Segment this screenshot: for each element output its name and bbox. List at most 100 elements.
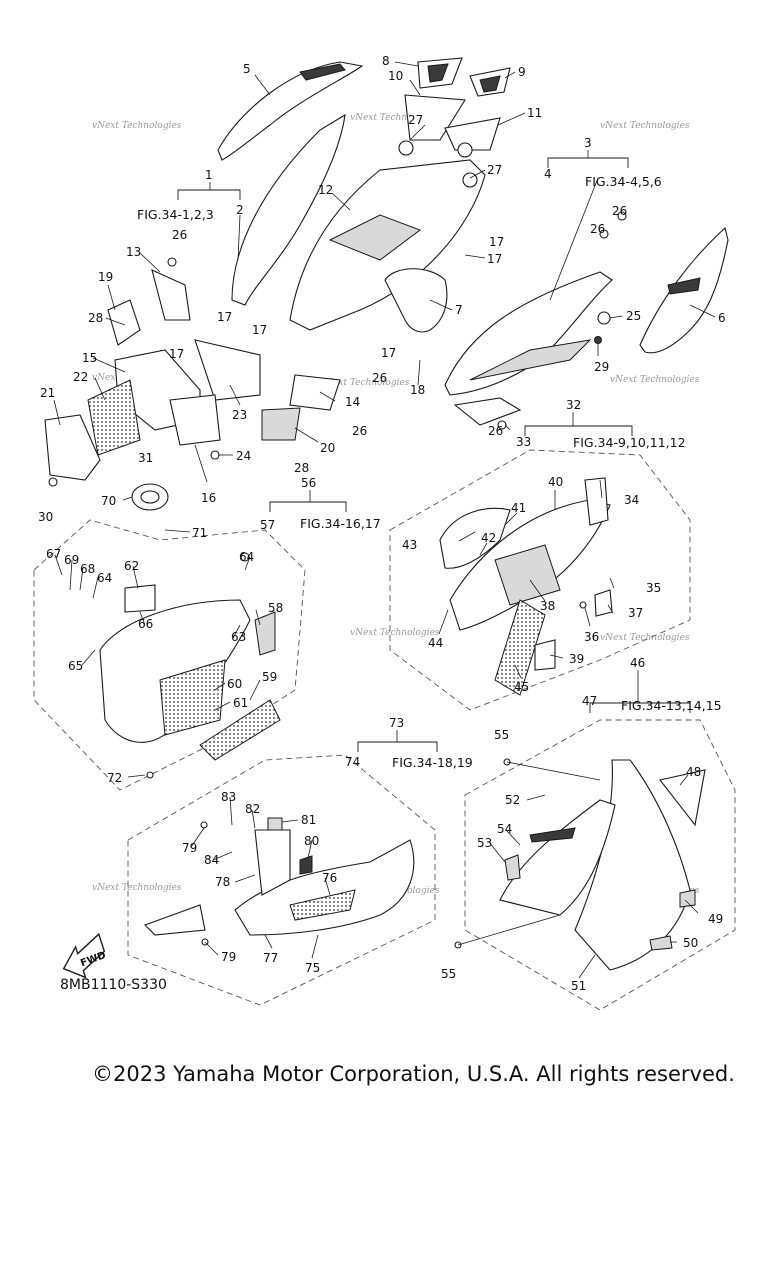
callout-26: 26 xyxy=(172,228,187,242)
callout-17c: 17 xyxy=(169,347,184,361)
callout-41: 41 xyxy=(511,501,526,515)
callout-23: 23 xyxy=(232,408,247,422)
leader-lines xyxy=(53,61,716,979)
fig-ref-group-46: FIG.34-13,14,15 xyxy=(621,698,722,713)
callout-30: 30 xyxy=(38,510,53,524)
callout-38: 38 xyxy=(540,599,555,613)
part-7-inner-frame xyxy=(384,268,448,333)
fastener xyxy=(497,420,507,430)
callout-76: 76 xyxy=(322,871,337,885)
part-10-duct xyxy=(404,94,466,141)
callout-68: 68 xyxy=(80,562,95,576)
callout-28: 28 xyxy=(88,311,103,325)
grommet xyxy=(457,142,473,158)
watermark: vNext Technologies xyxy=(350,113,440,123)
callout-48: 48 xyxy=(686,765,701,779)
callout-56: 56 xyxy=(301,476,316,490)
part-34-clip xyxy=(584,477,609,526)
callout-39: 39 xyxy=(569,652,584,666)
callout-43: 43 xyxy=(402,538,417,552)
callout-75: 75 xyxy=(305,961,320,975)
fig-ref-group-73: FIG.34-18,19 xyxy=(392,755,473,770)
copyright-notice: ©2023 Yamaha Motor Corporation, U.S.A. A… xyxy=(92,1062,735,1086)
callout-9: 9 xyxy=(518,65,526,79)
fastener xyxy=(200,821,208,829)
callout-8: 8 xyxy=(382,54,390,68)
part-37-clip xyxy=(594,589,613,617)
callout-51: 51 xyxy=(571,979,586,993)
callout-19: 19 xyxy=(98,270,113,284)
callout-79b: 79 xyxy=(221,950,236,964)
callout-50: 50 xyxy=(683,936,698,950)
group-brackets xyxy=(177,150,691,752)
callout-13: 13 xyxy=(126,245,141,259)
callout-84: 84 xyxy=(204,853,219,867)
callout-4: 4 xyxy=(544,167,552,181)
callout-18: 18 xyxy=(410,383,425,397)
callout-labels: 1 2 3 4 5 6 7 8 9 10 11 12 13 14 15 16 1… xyxy=(38,54,726,993)
part-23-panel xyxy=(194,339,261,401)
callout-28b: 28 xyxy=(294,461,309,475)
callout-3: 3 xyxy=(584,136,592,150)
callout-17: 17 xyxy=(217,310,232,324)
bracket-3 xyxy=(547,157,629,168)
callout-36: 36 xyxy=(584,630,599,644)
callout-54: 54 xyxy=(497,822,512,836)
callout-66: 66 xyxy=(138,617,153,631)
part-53-clip xyxy=(504,854,521,881)
callout-44: 44 xyxy=(428,636,443,650)
callout-27: 27 xyxy=(408,113,423,127)
bracket-32 xyxy=(524,425,633,436)
figure-references: FIG.34-1,2,3 FIG.34-4,5,6 FIG.34-9,10,11… xyxy=(137,174,722,770)
callout-17b: 17 xyxy=(252,323,267,337)
part-39-clip xyxy=(534,639,556,671)
watermark: vNext Technologies xyxy=(320,378,410,388)
part-76-mesh xyxy=(289,889,356,921)
watermark: vNext Technologies xyxy=(600,121,690,131)
fig-ref-group-56: FIG.34-16,17 xyxy=(300,516,381,531)
part-79-stay xyxy=(144,904,206,936)
callout-6: 6 xyxy=(718,311,726,325)
fastener xyxy=(240,552,250,562)
callout-77: 77 xyxy=(263,951,278,965)
callout-2: 2 xyxy=(236,203,244,217)
callout-26c: 26 xyxy=(590,222,605,236)
callout-25: 25 xyxy=(626,309,641,323)
part-22-mesh xyxy=(87,379,141,456)
fastener xyxy=(599,229,609,239)
part-20-cover xyxy=(261,407,301,441)
callout-5: 5 xyxy=(243,62,251,76)
callout-17f: 17 xyxy=(489,235,504,249)
part-13-bracket xyxy=(151,269,191,321)
part-58-trim xyxy=(254,611,276,656)
callout-26d: 26 xyxy=(372,371,387,385)
callout-35: 35 xyxy=(646,581,661,595)
callout-62: 62 xyxy=(124,559,139,573)
bracket-56 xyxy=(269,501,347,512)
bracket-1 xyxy=(177,189,241,200)
callout-72: 72 xyxy=(107,771,122,785)
part-81-nut xyxy=(267,817,283,831)
callout-26e: 26 xyxy=(352,424,367,438)
callout-71: 71 xyxy=(192,526,207,540)
grommet xyxy=(398,140,414,156)
watermark: vNext Technologies xyxy=(600,633,690,643)
callout-64: 64 xyxy=(239,550,254,564)
part-21-duct xyxy=(44,414,101,481)
fastener xyxy=(146,771,154,779)
part-19-cover xyxy=(107,299,141,346)
callout-55b: 55 xyxy=(441,967,456,981)
callout-37: 37 xyxy=(628,606,643,620)
callout-46: 46 xyxy=(630,656,645,670)
callout-40: 40 xyxy=(548,475,563,489)
callout-33: 33 xyxy=(516,435,531,449)
part-4-side-cowling xyxy=(444,271,613,396)
callout-45: 45 xyxy=(514,680,529,694)
fastener xyxy=(597,311,611,325)
part-45-mesh xyxy=(494,599,546,696)
callout-14: 14 xyxy=(345,395,360,409)
callout-16: 16 xyxy=(201,491,216,505)
fastener xyxy=(617,211,627,221)
callout-67: 67 xyxy=(46,547,61,561)
part-48-cover xyxy=(659,769,706,827)
